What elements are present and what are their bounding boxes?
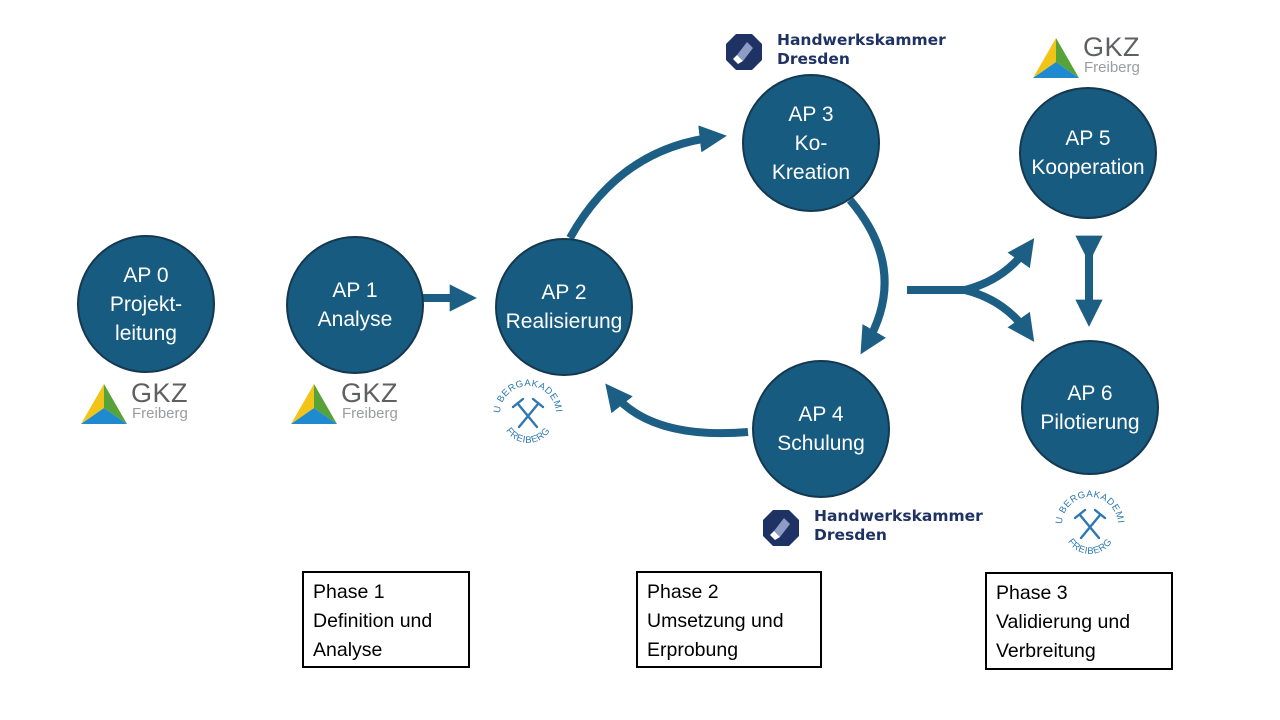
gkz-freiberg-logo: GKZ Freiberg xyxy=(291,378,407,430)
gkz-triangle-icon xyxy=(81,384,127,424)
phase-box-3: Phase 3 Validierung und Verbreitung xyxy=(985,572,1173,670)
node-ap3-line-2: Ko- xyxy=(794,131,828,155)
gkz-logo-subtitle: Freiberg xyxy=(1084,59,1140,76)
node-ap2-line-1: AP 2 xyxy=(541,281,587,304)
node-ap5-line-2: Kooperation xyxy=(1031,156,1145,179)
gkz-freiberg-logo: GKZ Freiberg xyxy=(1033,32,1149,84)
phase-1-line-3: Analyse xyxy=(313,639,383,661)
hwk-logo-city: Dresden xyxy=(814,526,887,544)
node-ap2-line-2: Realisierung xyxy=(505,310,623,333)
crossed-hammers-icon xyxy=(511,397,545,429)
phase-2-line-2: Umsetzung und xyxy=(647,610,784,632)
tu-seal-bottom-text: FREIBERG xyxy=(503,426,552,446)
hwk-logo-name: Handwerkskammer xyxy=(814,507,983,525)
hwk-octagon-icon xyxy=(763,510,799,546)
node-ap3-line-1: AP 3 xyxy=(788,102,834,126)
svg-text:FREIBERG: FREIBERG xyxy=(1065,537,1114,557)
node-ap1-line-1: AP 1 xyxy=(332,279,378,302)
gkz-logo-title: GKZ xyxy=(131,378,189,408)
crossed-hammers-icon xyxy=(1073,508,1107,540)
tu-bergakademie-freiberg-seal: TU BERGAKADEMIE FREIBERG xyxy=(488,372,564,446)
svg-text:FREIBERG: FREIBERG xyxy=(503,426,552,446)
node-ap3: AP 3 Ko- Kreation xyxy=(742,74,880,212)
node-ap0: AP 0 Projekt- leitung xyxy=(77,235,215,373)
phase-box-1: Phase 1 Definition und Analyse xyxy=(302,571,470,668)
arrow-ap4-to-ap2 xyxy=(605,383,749,438)
phase-2-line-3: Erprobung xyxy=(647,639,739,661)
tu-bergakademie-freiberg-seal: TU BERGAKADEMIE FREIBERG xyxy=(1050,483,1126,557)
node-ap4-line-2: Schulung xyxy=(777,432,865,455)
node-ap6-line-2: Pilotierung xyxy=(1040,410,1140,434)
node-ap6: AP 6 Pilotierung xyxy=(1021,340,1159,475)
node-ap4-line-1: AP 4 xyxy=(798,403,844,426)
phase-box-2: Phase 2 Umsetzung und Erprobung xyxy=(636,571,822,668)
node-ap2: AP 2 Realisierung xyxy=(495,238,633,376)
node-ap0-line-3: leitung xyxy=(115,321,177,345)
phase-2-line-1: Phase 2 xyxy=(647,581,719,603)
handwerkskammer-dresden-logo: Handwerkskammer Dresden xyxy=(762,507,992,551)
gkz-triangle-icon xyxy=(291,384,337,424)
tu-seal-bottom-text: FREIBERG xyxy=(1065,537,1114,557)
node-ap0-line-1: AP 0 xyxy=(123,263,169,287)
gkz-freiberg-logo: GKZ Freiberg xyxy=(81,378,197,430)
node-ap5-line-1: AP 5 xyxy=(1065,127,1111,150)
gkz-logo-title: GKZ xyxy=(1083,32,1141,62)
svg-text:TU BERGAKADEMIE: TU BERGAKADEMIE xyxy=(488,372,564,414)
arrow-ap2-to-ap3 xyxy=(566,125,727,240)
hwk-logo-city: Dresden xyxy=(777,50,850,68)
node-ap4: AP 4 Schulung xyxy=(752,360,890,498)
svg-text:TU BERGAKADEMIE: TU BERGAKADEMIE xyxy=(1050,483,1126,525)
phase-3-line-1: Phase 3 xyxy=(996,582,1068,604)
tu-seal-top-text: TU BERGAKADEMIE xyxy=(1050,483,1125,525)
gkz-logo-title: GKZ xyxy=(341,378,399,408)
phase-1-line-1: Phase 1 xyxy=(313,581,385,603)
gkz-logo-subtitle: Freiberg xyxy=(342,405,398,422)
arrow-split-to-ap5 xyxy=(963,238,1035,294)
handwerkskammer-dresden-logo: Handwerkskammer Dresden xyxy=(725,31,955,75)
phase-3-line-2: Validierung und xyxy=(996,611,1131,633)
phase-1-line-2: Definition und xyxy=(313,610,433,632)
node-ap6-line-1: AP 6 xyxy=(1067,381,1113,405)
node-ap5: AP 5 Kooperation xyxy=(1019,87,1157,219)
node-ap1-line-2: Analyse xyxy=(317,308,393,331)
node-ap3-line-3: Kreation xyxy=(771,160,851,184)
gkz-logo-subtitle: Freiberg xyxy=(132,405,188,422)
phase-3-line-3: Verbreitung xyxy=(996,640,1096,662)
node-ap1: AP 1 Analyse xyxy=(286,236,424,374)
node-ap0-line-2: Projekt- xyxy=(109,292,183,316)
tu-seal-top-text: TU BERGAKADEMIE xyxy=(488,372,563,414)
hwk-logo-name: Handwerkskammer xyxy=(777,31,946,49)
arrow-ap3-to-ap4 xyxy=(846,197,889,355)
hwk-octagon-icon xyxy=(726,34,762,70)
gkz-triangle-icon xyxy=(1033,38,1079,78)
arrow-split-to-ap6 xyxy=(963,286,1035,342)
